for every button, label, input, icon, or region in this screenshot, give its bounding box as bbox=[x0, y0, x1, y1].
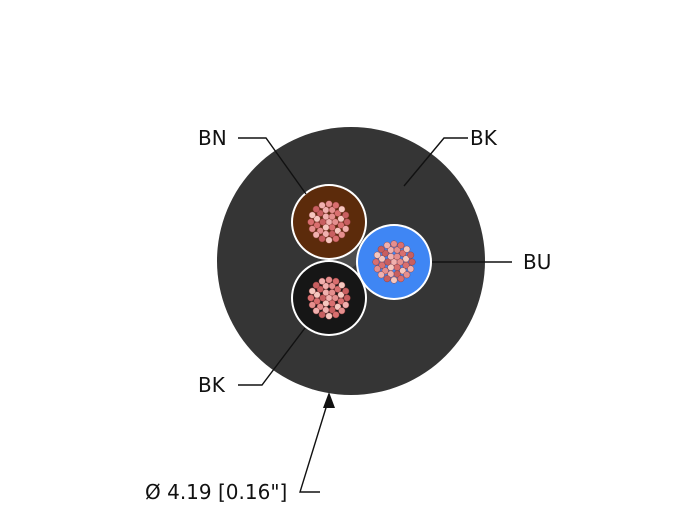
black-conductor-strands bbox=[307, 276, 351, 320]
copper-strand bbox=[393, 253, 401, 261]
copper-strand bbox=[319, 218, 327, 226]
copper-strand bbox=[328, 206, 336, 214]
leader-line-bk-top bbox=[403, 137, 468, 187]
copper-strand bbox=[318, 277, 326, 285]
copper-strand bbox=[342, 211, 350, 219]
leader-line-bn bbox=[238, 137, 307, 195]
label-bn: BN bbox=[198, 126, 227, 150]
copper-strand bbox=[312, 281, 320, 289]
dimension-arrow-head bbox=[323, 392, 335, 408]
copper-strand bbox=[390, 240, 398, 248]
copper-strand bbox=[308, 287, 316, 295]
copper-strand bbox=[328, 289, 336, 297]
copper-strand bbox=[373, 265, 381, 273]
copper-strand bbox=[337, 291, 345, 299]
copper-strand bbox=[307, 218, 315, 226]
copper-strand bbox=[407, 265, 415, 273]
copper-strand bbox=[325, 312, 333, 320]
copper-strand bbox=[402, 255, 410, 263]
copper-strand bbox=[328, 213, 336, 221]
copper-strand bbox=[322, 289, 330, 297]
dimension-label: Ø 4.19 [0.16"] bbox=[145, 480, 287, 504]
copper-strand bbox=[312, 231, 320, 239]
copper-strand bbox=[377, 271, 385, 279]
copper-strand bbox=[313, 215, 321, 223]
copper-strand bbox=[403, 271, 411, 279]
copper-strand bbox=[328, 223, 336, 231]
copper-strand bbox=[397, 275, 405, 283]
copper-strand bbox=[325, 276, 333, 284]
copper-strand bbox=[338, 281, 346, 289]
copper-strand bbox=[331, 218, 339, 226]
copper-strand bbox=[322, 306, 330, 314]
copper-strand bbox=[328, 282, 336, 290]
copper-strand bbox=[403, 245, 411, 253]
copper-strand bbox=[338, 231, 346, 239]
copper-strand bbox=[308, 301, 316, 309]
copper-strand bbox=[332, 311, 340, 319]
copper-strand bbox=[377, 245, 385, 253]
copper-strand bbox=[372, 258, 380, 266]
label-bk-bottom: BK bbox=[198, 373, 226, 397]
copper-strand bbox=[312, 307, 320, 315]
copper-strand bbox=[322, 213, 330, 221]
copper-strand bbox=[407, 251, 415, 259]
copper-strand bbox=[393, 246, 401, 254]
copper-strand bbox=[332, 235, 340, 243]
copper-strand bbox=[308, 211, 316, 219]
copper-strand bbox=[331, 294, 339, 302]
copper-strand bbox=[342, 225, 350, 233]
copper-strand bbox=[318, 235, 326, 243]
copper-strand bbox=[343, 294, 351, 302]
brown-conductor bbox=[291, 184, 367, 260]
copper-strand bbox=[338, 307, 346, 315]
copper-strand bbox=[342, 301, 350, 309]
copper-strand bbox=[408, 258, 416, 266]
blue-conductor bbox=[356, 224, 432, 300]
copper-strand bbox=[328, 299, 336, 307]
copper-strand bbox=[325, 200, 333, 208]
copper-strand bbox=[338, 205, 346, 213]
copper-strand bbox=[393, 263, 401, 271]
label-bk-top: BK bbox=[470, 126, 498, 150]
copper-strand bbox=[387, 270, 395, 278]
leader-line-bk-bottom bbox=[238, 327, 306, 386]
copper-strand bbox=[318, 311, 326, 319]
copper-strand bbox=[397, 241, 405, 249]
copper-strand bbox=[343, 218, 351, 226]
copper-strand bbox=[332, 201, 340, 209]
copper-strand bbox=[390, 276, 398, 284]
copper-strand bbox=[342, 287, 350, 295]
black-conductor bbox=[291, 260, 367, 336]
copper-strand bbox=[383, 241, 391, 249]
blue-conductor-strands bbox=[372, 240, 416, 284]
label-bu: BU bbox=[523, 250, 551, 274]
copper-strand bbox=[312, 205, 320, 213]
copper-strand bbox=[387, 253, 395, 261]
copper-strand bbox=[396, 258, 404, 266]
dimension-leader-line bbox=[299, 397, 330, 493]
copper-strand bbox=[337, 215, 345, 223]
copper-strand bbox=[384, 258, 392, 266]
brown-conductor-strands bbox=[307, 200, 351, 244]
copper-strand bbox=[325, 236, 333, 244]
copper-strand bbox=[313, 291, 321, 299]
copper-strand bbox=[373, 251, 381, 259]
copper-strand bbox=[322, 230, 330, 238]
copper-strand bbox=[383, 275, 391, 283]
copper-strand bbox=[378, 255, 386, 263]
copper-strand bbox=[332, 277, 340, 285]
copper-strand bbox=[319, 294, 327, 302]
copper-strand bbox=[307, 294, 315, 302]
copper-strand bbox=[318, 201, 326, 209]
copper-strand bbox=[308, 225, 316, 233]
